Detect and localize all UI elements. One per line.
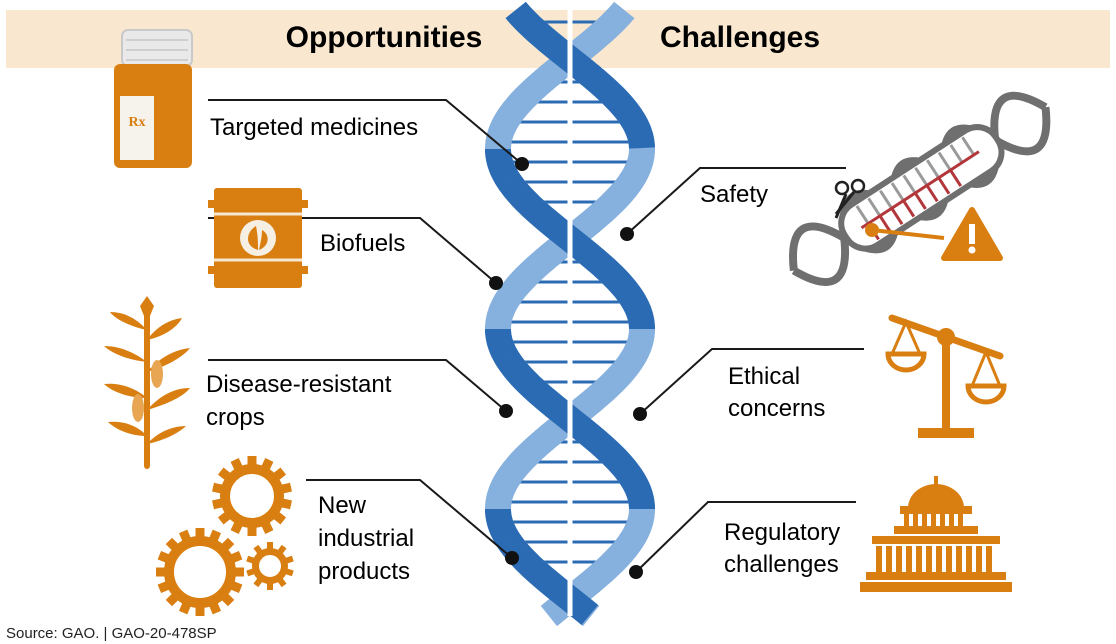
fuel-barrel-icon [208, 188, 308, 288]
gear-tooth [267, 580, 273, 590]
gears-icon [156, 456, 294, 616]
capitol-column [931, 514, 936, 526]
capitol-column [940, 514, 945, 526]
capitol-column [876, 546, 882, 572]
gear-tooth [247, 524, 257, 536]
capitol-column [906, 546, 912, 572]
capitol-column [886, 546, 892, 572]
connector-dot [489, 276, 503, 290]
label-biofuels: Biofuels [320, 230, 405, 257]
capitol-column [949, 514, 954, 526]
rx-label: Rx [128, 115, 145, 130]
connector-regulatory-challenges [635, 501, 856, 573]
capitol-column [956, 546, 962, 572]
capitol-column [913, 514, 918, 526]
source-note: Source: GAO. | GAO-20-478SP [6, 625, 217, 642]
connector-dot [505, 551, 519, 565]
connector-dot [499, 404, 513, 418]
scissors-icon [834, 178, 866, 219]
connector-safety [626, 167, 846, 235]
capitol-column [936, 546, 942, 572]
challenges-title: Challenges [660, 21, 820, 54]
gear-ring [220, 464, 284, 528]
capitol-column [976, 546, 982, 572]
capitol-column [916, 546, 922, 572]
helix-strand-front-segment [505, 1, 655, 149]
connector-dot [620, 227, 634, 241]
label-disease-resistant-crops: Disease-resistant crops [206, 371, 398, 431]
gear-ring [252, 548, 288, 584]
capitol-column [946, 546, 952, 572]
balance-scale-icon [885, 314, 1007, 438]
gear-tooth [195, 528, 205, 540]
connector-dot [515, 157, 529, 171]
challenge-connectors [620, 167, 864, 579]
gear-tooth [247, 456, 257, 468]
capitol-column [986, 546, 992, 572]
connector-dot [633, 407, 647, 421]
connector-dot [629, 565, 643, 579]
connector-new-industrial-products [306, 479, 513, 559]
capitol-building-icon [860, 476, 1012, 592]
label-targeted-medicines: Targeted medicines [210, 114, 418, 141]
gear-tooth [195, 604, 205, 616]
label-ethical-concerns: Ethical concerns [728, 363, 825, 422]
opportunities-title: Opportunities [286, 21, 483, 54]
capitol-column [966, 546, 972, 572]
corn-plant-icon [104, 296, 190, 469]
capitol-column [926, 546, 932, 572]
capitol-column [958, 514, 963, 526]
connector-disease-resistant-crops [208, 359, 507, 412]
pill-bottle-icon: Rx [114, 29, 193, 168]
gear-tooth [267, 542, 273, 552]
connector-targeted-medicines [208, 99, 523, 165]
label-safety: Safety [700, 181, 768, 208]
label-regulatory-challenges: Regulatory challenges [724, 519, 847, 578]
gene-editing-warning-icon [789, 91, 1051, 287]
capitol-column [904, 514, 909, 526]
capitol-column [922, 514, 927, 526]
connector-ethical-concerns [639, 348, 864, 415]
label-new-industrial-products: New industrial products [318, 492, 421, 585]
capitol-column [896, 546, 902, 572]
gear-ring [164, 536, 236, 608]
dna-double-helix-icon [485, 1, 655, 627]
warning-icon [941, 207, 1003, 261]
